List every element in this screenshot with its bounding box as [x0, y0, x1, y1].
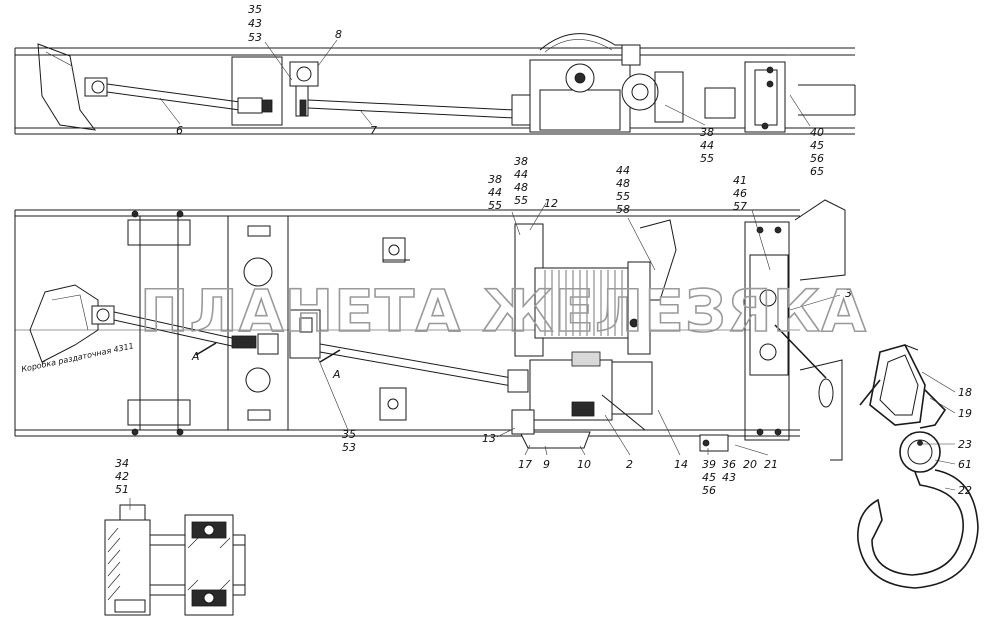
winch-drum-plan — [514, 219, 677, 357]
callout-44-48-55-58: 44 48 55 58 — [616, 164, 634, 216]
callout-36-43: 36 43 — [722, 458, 740, 484]
hook-leaders — [921, 371, 956, 491]
section-mark-a-left: А — [191, 350, 200, 363]
rear-bracket-side — [744, 54, 800, 133]
callout-19: 19 — [958, 407, 972, 420]
callout-2: 2 — [626, 458, 633, 471]
callout-38-44-55-top: 38 44 55 — [700, 126, 718, 165]
callout-41-46-57: 41 46 57 — [733, 174, 751, 213]
callout-10: 10 — [577, 458, 591, 471]
oil-pan — [511, 409, 591, 449]
callout-23: 23 — [958, 438, 972, 451]
drive-shaft-6 — [84, 77, 273, 114]
callout-61: 61 — [958, 458, 972, 471]
drive-shaft-7 — [307, 94, 533, 126]
callout-40-45-56-65: 40 45 56 65 — [810, 126, 828, 178]
winch-gearbox — [529, 351, 653, 431]
callout-38-44-55-left: 38 44 55 — [488, 173, 506, 212]
callout-6: 6 — [176, 124, 183, 137]
side-leaders — [159, 39, 811, 127]
section-mark-a-right: А — [332, 368, 341, 381]
section-hatching — [107, 527, 231, 601]
callout-14: 14 — [674, 458, 688, 471]
callout-34-42-51: 34 42 51 — [115, 457, 133, 496]
callout-39-45-56: 39 45 56 — [702, 458, 720, 497]
bracket-upper — [382, 237, 410, 263]
plan-leaders — [317, 202, 841, 456]
callout-12: 12 — [544, 197, 558, 210]
bracket-lower — [379, 387, 407, 421]
section-detail — [104, 498, 246, 616]
callout-9: 9 — [543, 458, 550, 471]
callout-21: 21 — [764, 458, 778, 471]
cross-member-middle — [227, 215, 289, 431]
callout-17: 17 — [518, 458, 532, 471]
drive-shaft-plan — [91, 305, 529, 393]
side-view — [14, 33, 856, 135]
plan-view — [14, 199, 846, 461]
callout-38-44-48-55: 38 44 48 55 — [514, 155, 532, 207]
callout-13: 13 — [482, 432, 496, 445]
lower-fitting — [699, 434, 729, 452]
callout-3: 3 — [845, 287, 852, 300]
transfer-case-outline — [37, 43, 97, 131]
callout-22: 22 — [958, 484, 972, 497]
rear-bracket-plan — [744, 199, 846, 461]
callout-35-53: 35 53 — [342, 428, 360, 454]
winch-body-side — [529, 33, 736, 133]
intermediate-support-8 — [231, 56, 319, 126]
hook-detail — [857, 344, 979, 589]
frame-rail-side — [14, 47, 856, 135]
transfer-case-note: Коробка раздаточная 4311 — [21, 341, 135, 374]
section-marks — [195, 342, 341, 363]
callout-35-43-53: 35 43 53 — [248, 3, 266, 44]
transfer-case-plan — [29, 284, 99, 363]
callout-18: 18 — [958, 386, 972, 399]
callout-20: 20 — [743, 458, 757, 471]
callout-8: 8 — [335, 28, 342, 41]
callout-7: 7 — [370, 124, 377, 137]
watermark-text: ПЛАНЕТА ЖЕЛЕЗЯКА — [140, 277, 867, 345]
cross-member-front — [127, 210, 191, 436]
